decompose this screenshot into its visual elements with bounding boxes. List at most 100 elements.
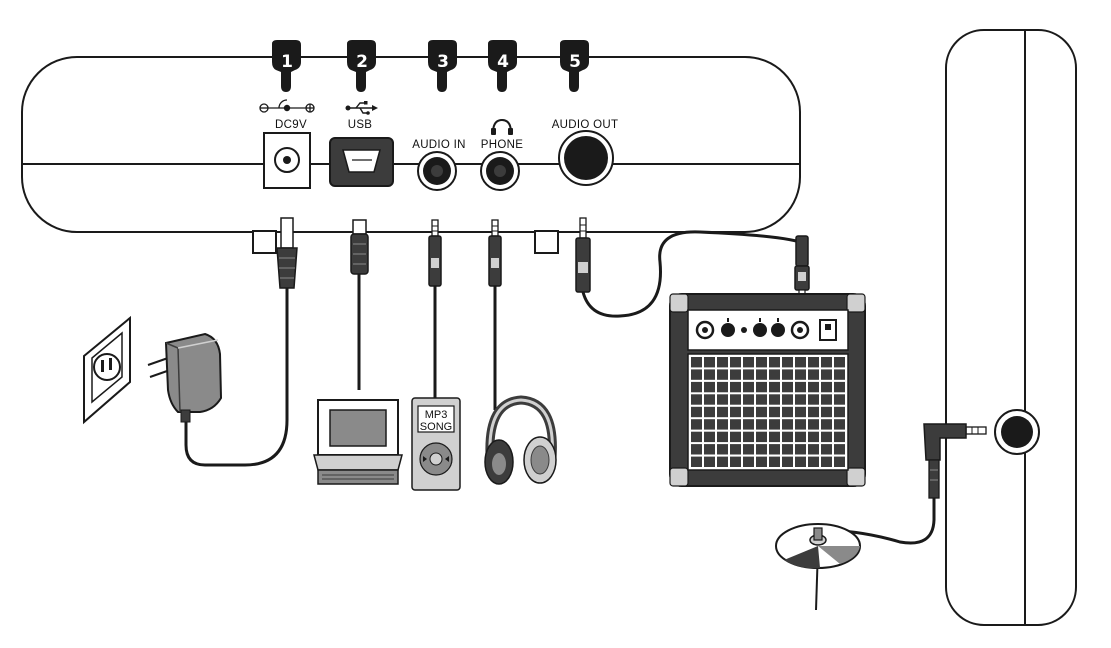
grille-cell — [730, 357, 741, 368]
grille-cell — [769, 456, 780, 467]
grille-cell — [743, 431, 754, 443]
grille-cell — [782, 394, 793, 405]
grille-cell — [834, 357, 845, 368]
grille-cell — [743, 406, 754, 418]
grille-cell — [808, 431, 819, 443]
grille-cell — [730, 431, 741, 443]
grille-cell — [821, 419, 832, 430]
grille-cell — [704, 406, 715, 418]
grille-cell — [704, 419, 715, 430]
svg-text:4: 4 — [497, 52, 509, 72]
audio-out-jack[interactable] — [558, 130, 614, 186]
grille-cell — [691, 456, 702, 467]
wall-outlet — [83, 315, 131, 425]
grille-cell — [795, 381, 806, 393]
grille-cell — [691, 431, 702, 443]
phone-label: PHONE — [481, 139, 523, 151]
grille-cell — [795, 394, 806, 405]
grille-cell — [834, 369, 845, 380]
usb-cable — [350, 219, 369, 390]
grille-cell — [808, 381, 819, 393]
grille-cell — [834, 381, 845, 393]
grille-cell — [808, 456, 819, 467]
grille-cell — [704, 394, 715, 405]
grille-cell — [795, 369, 806, 380]
dc9v-port[interactable] — [263, 132, 311, 189]
svg-text:2: 2 — [356, 52, 368, 72]
grille-cell — [704, 431, 715, 443]
grille-cell — [717, 419, 728, 430]
grille-cell — [756, 381, 767, 393]
svg-text:3: 3 — [437, 52, 449, 72]
grille-cell — [730, 419, 741, 430]
audio-out-cable — [575, 217, 810, 318]
usb-port[interactable] — [329, 137, 394, 187]
grille-cell — [821, 406, 832, 418]
phone-jack[interactable] — [480, 151, 520, 191]
grille-cell — [769, 357, 780, 368]
grille-cell — [782, 419, 793, 430]
grille-cell — [808, 444, 819, 455]
grille-cell — [756, 394, 767, 405]
grille-cell — [717, 369, 728, 380]
grille-cell — [730, 381, 741, 393]
audio-in-cable — [428, 219, 442, 400]
guitar-amplifier — [669, 293, 866, 487]
grille-cell — [834, 406, 845, 418]
audio-out-label: AUDIO OUT — [552, 119, 619, 131]
usb-icon — [345, 101, 378, 115]
grille-cell — [821, 444, 832, 455]
grille-cell — [808, 406, 819, 418]
grille-cell — [743, 381, 754, 393]
computer — [313, 399, 403, 485]
grille-cell — [808, 369, 819, 380]
marker-3: 3 — [428, 40, 457, 92]
dc-power-cable — [184, 217, 298, 467]
grille-cell — [691, 369, 702, 380]
mp3-player: MP3 SONG — [411, 397, 461, 491]
svg-text:5: 5 — [569, 52, 581, 72]
dc-polarity-icon — [259, 99, 315, 113]
grille-cell — [730, 369, 741, 380]
audio-in-label: AUDIO IN — [412, 139, 466, 151]
marker-4: 4 — [488, 40, 517, 92]
grille-cell — [821, 431, 832, 443]
grille-cell — [834, 394, 845, 405]
mp3-screen-line1: MP3 — [425, 409, 448, 421]
grille-cell — [743, 394, 754, 405]
keyboard-rear-panel — [21, 56, 801, 254]
grille-cell — [808, 419, 819, 430]
grille-cell — [717, 394, 728, 405]
grille-cell — [756, 419, 767, 430]
grille-cell — [795, 456, 806, 467]
grille-cell — [834, 419, 845, 430]
pedal-input-jack[interactable] — [994, 409, 1040, 455]
grille-cell — [704, 444, 715, 455]
audio-in-jack[interactable] — [417, 151, 457, 191]
grille-cell — [743, 357, 754, 368]
grille-cell — [717, 357, 728, 368]
grille-cell — [769, 394, 780, 405]
grille-cell — [756, 406, 767, 418]
grille-cell — [795, 444, 806, 455]
dc9v-label: DC9V — [275, 119, 307, 131]
grille-cell — [691, 381, 702, 393]
grille-cell — [834, 456, 845, 467]
grille-cell — [756, 444, 767, 455]
grille-cell — [717, 381, 728, 393]
marker-5: 5 — [560, 40, 589, 92]
grille-cell — [691, 419, 702, 430]
grille-cell — [821, 357, 832, 368]
grille-cell — [821, 394, 832, 405]
grille-cell — [704, 357, 715, 368]
grille-cell — [834, 431, 845, 443]
grille-cell — [808, 394, 819, 405]
power-adapter — [147, 332, 223, 423]
grille-cell — [821, 381, 832, 393]
headphone-icon — [491, 118, 513, 135]
marker-2: 2 — [347, 40, 376, 92]
grille-cell — [821, 369, 832, 380]
grille-cell — [717, 456, 728, 467]
grille-cell — [717, 444, 728, 455]
